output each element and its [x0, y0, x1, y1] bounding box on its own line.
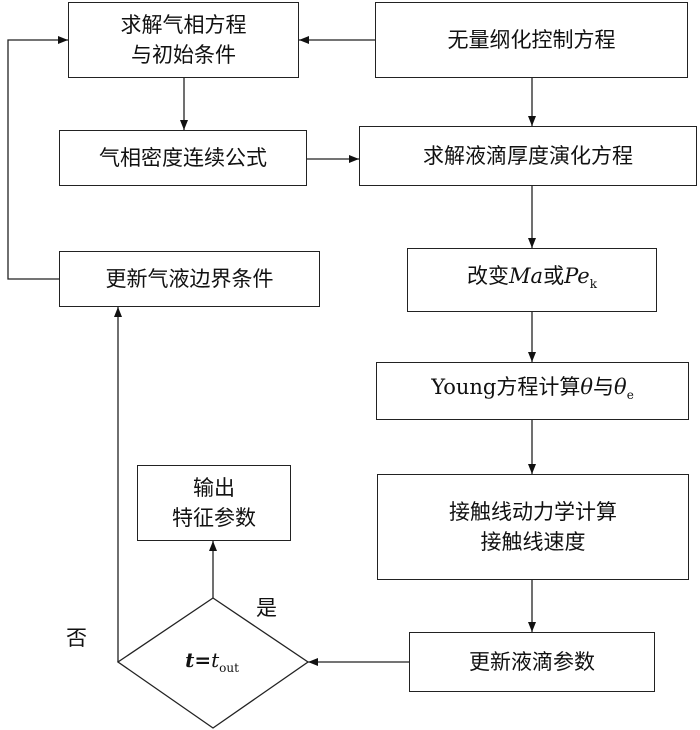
- young-text: Young方程计算θ与θe: [431, 372, 634, 410]
- theta-e-symbol: θ: [614, 375, 627, 399]
- young-word: Young: [431, 375, 497, 399]
- change-prefix: 改变: [467, 264, 510, 288]
- contact-dynamics-line2: 接触线速度: [480, 530, 586, 554]
- theta-symbol: θ: [580, 375, 594, 399]
- update-droplet-text: 更新液滴参数: [469, 650, 595, 674]
- update-boundary-text: 更新气液边界条件: [105, 267, 274, 291]
- no-label: 否: [66, 626, 87, 650]
- gas-density-box: 气相密度连续公式: [59, 130, 307, 186]
- t-out-subscript: out: [219, 661, 239, 675]
- contact-dynamics-line1: 接触线动力学计算: [449, 500, 617, 524]
- and-word: 与: [593, 375, 615, 399]
- output-line1: 输出: [193, 476, 235, 500]
- update-boundary-box: 更新气液边界条件: [59, 251, 320, 307]
- decision-condition: t=tout: [152, 648, 272, 675]
- nondimensional-equations-box: 无量纲化控制方程: [375, 2, 688, 78]
- solve-gas-equations-box: 求解气相方程 与初始条件: [68, 2, 299, 78]
- output-line2: 特征参数: [172, 506, 256, 530]
- pe-symbol: Pe: [564, 264, 590, 288]
- t-out-symbol: t: [211, 648, 220, 672]
- young-middle: 方程计算: [496, 375, 581, 399]
- solve-gas-line1: 求解气相方程: [120, 13, 247, 37]
- contact-line-dynamics-box: 接触线动力学计算 接触线速度: [377, 474, 689, 580]
- change-ma-pe-box: 改变Ma或Pek: [407, 248, 657, 312]
- decision-diamond: [116, 597, 310, 729]
- ma-symbol: Ma: [509, 264, 544, 288]
- change-ma-pe-text: 改变Ma或Pek: [467, 261, 597, 299]
- gas-density-text: 气相密度连续公式: [99, 146, 267, 170]
- equals-sign: =: [194, 648, 212, 672]
- or-word: 或: [543, 264, 565, 288]
- pe-subscript: k: [589, 277, 597, 291]
- output-parameters-box: 输出 特征参数: [137, 465, 291, 541]
- update-droplet-box: 更新液滴参数: [409, 632, 655, 692]
- droplet-thickness-text: 求解液滴厚度演化方程: [423, 144, 633, 168]
- yes-label: 是: [256, 596, 277, 620]
- arrow-update-boundary-to-solve-gas: [7, 36, 68, 280]
- droplet-thickness-box: 求解液滴厚度演化方程: [359, 126, 697, 186]
- nondim-text: 无量纲化控制方程: [447, 28, 616, 52]
- t-symbol: t: [185, 648, 195, 672]
- solve-gas-line2: 与初始条件: [131, 43, 236, 67]
- young-equation-box: Young方程计算θ与θe: [376, 362, 689, 420]
- theta-e-subscript: e: [626, 388, 634, 402]
